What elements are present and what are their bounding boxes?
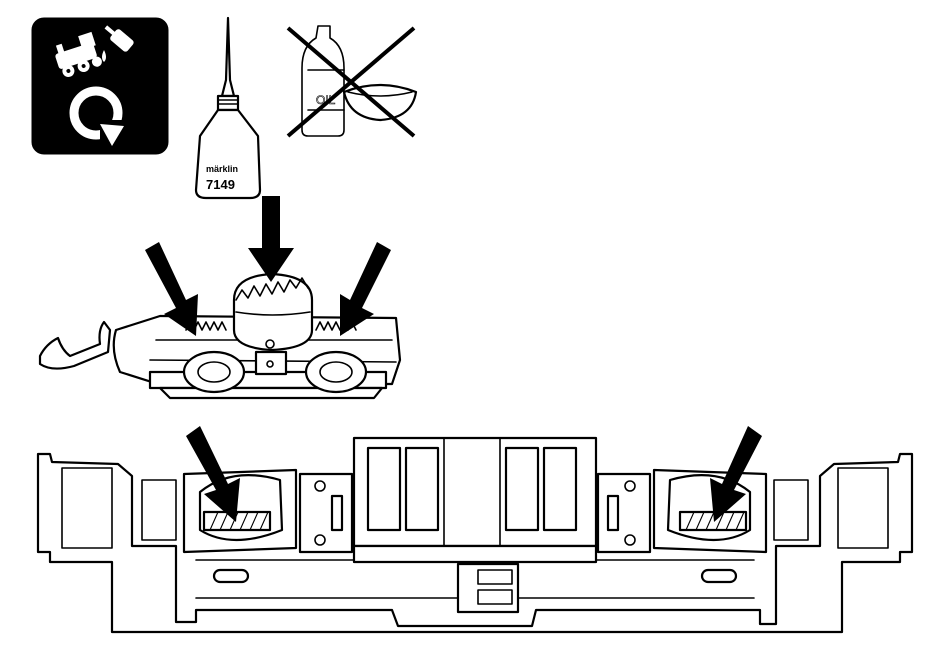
chassis-drawing: [38, 438, 912, 632]
oil-product-number: 7149: [206, 177, 235, 192]
locomotive-oiling-icon: [32, 18, 168, 154]
bogie-drawing: [40, 274, 400, 398]
crossed-out-oil-icon: OIL: [288, 26, 416, 136]
oil-bottle: märklin 7149: [196, 18, 260, 198]
oil-brand-label: märklin: [206, 164, 238, 174]
